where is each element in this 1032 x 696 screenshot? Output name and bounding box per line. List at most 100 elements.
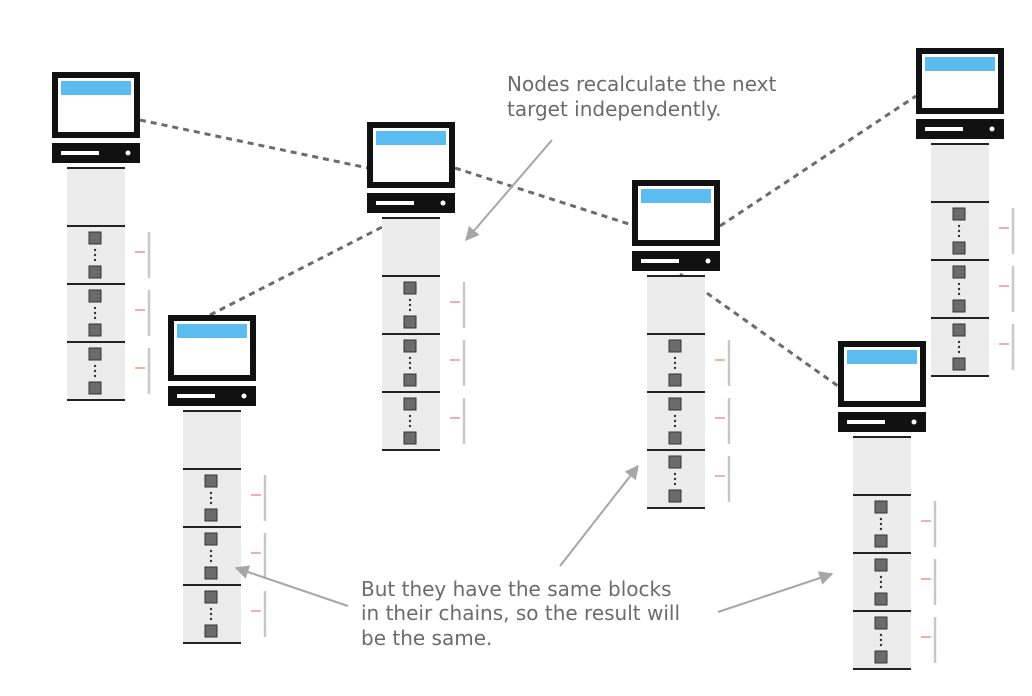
block-dot <box>673 414 677 418</box>
peer-link <box>454 166 636 228</box>
block-dot <box>93 258 97 262</box>
block-icon <box>952 207 966 221</box>
block-icon <box>668 339 682 353</box>
block-icon <box>668 431 682 445</box>
screen-bar <box>177 324 247 338</box>
blockchain <box>183 410 267 644</box>
block-icon <box>668 489 682 503</box>
block-icon <box>668 455 682 469</box>
block-icon <box>874 534 888 548</box>
block-dot <box>879 527 883 531</box>
block-dot <box>209 554 213 558</box>
block-icon <box>88 265 102 279</box>
block-dot <box>408 361 412 365</box>
block-dot <box>408 356 412 360</box>
block-dot <box>957 345 961 349</box>
block-icon <box>88 231 102 245</box>
screen-bar <box>376 131 446 145</box>
block-dot <box>209 612 213 616</box>
block-dot <box>879 638 883 642</box>
block-icon <box>952 357 966 371</box>
block-dot <box>957 340 961 344</box>
block-icon <box>403 373 417 387</box>
blockchain <box>382 217 466 451</box>
peer-link <box>139 118 369 170</box>
power-led <box>911 419 917 425</box>
screen-bar <box>847 350 917 364</box>
node-6 <box>838 341 937 670</box>
block-icon <box>403 431 417 445</box>
block-icon <box>874 558 888 572</box>
annotation-bottom-line-1: But they have the same blocks <box>361 577 672 601</box>
block-icon <box>874 500 888 514</box>
block-dot <box>408 366 412 370</box>
block-dot <box>673 356 677 360</box>
block-dot <box>93 364 97 368</box>
blockchain <box>853 436 937 670</box>
annotation-arrow <box>234 565 349 607</box>
drive-slot <box>641 259 679 263</box>
block-dot <box>408 414 412 418</box>
drive-slot <box>376 201 414 205</box>
peer-links <box>139 94 917 388</box>
block-dot <box>879 643 883 647</box>
block-icon <box>88 347 102 361</box>
block-icon <box>403 339 417 353</box>
block-icon <box>874 616 888 630</box>
block-dot <box>957 229 961 233</box>
block-dot <box>673 366 677 370</box>
block-dot <box>93 311 97 315</box>
block-icon <box>204 532 218 546</box>
blockchain <box>647 275 731 509</box>
block-dot <box>957 350 961 354</box>
block-dot <box>879 585 883 589</box>
drive-slot <box>177 394 215 398</box>
power-led <box>241 393 247 399</box>
drive-slot <box>925 127 963 131</box>
block-icon <box>952 299 966 313</box>
block-icon <box>88 289 102 303</box>
block-icon <box>204 590 218 604</box>
node-2 <box>367 122 466 451</box>
screen-bar <box>641 189 711 203</box>
block-dot <box>673 419 677 423</box>
block-dot <box>408 298 412 302</box>
block-dot <box>408 424 412 428</box>
block-icon <box>88 323 102 337</box>
block-dot <box>209 501 213 505</box>
annotation-arrow <box>717 571 834 613</box>
block-icon <box>952 323 966 337</box>
annotation-bottom-line-3: be the same. <box>361 626 492 650</box>
block-dot <box>209 559 213 563</box>
block-dot <box>957 224 961 228</box>
node-5 <box>916 48 1015 377</box>
block-dot <box>957 234 961 238</box>
block-dot <box>673 361 677 365</box>
annotation-top-line-1: Nodes recalculate the next <box>507 72 777 96</box>
annotation-arrows <box>234 139 834 613</box>
block-icon <box>403 281 417 295</box>
block-icon <box>204 508 218 522</box>
peer-link <box>719 94 917 228</box>
block-icon <box>668 397 682 411</box>
node-3 <box>168 315 267 644</box>
block-dot <box>93 374 97 378</box>
block-dot <box>957 287 961 291</box>
block-icon <box>204 474 218 488</box>
drive-slot <box>61 151 99 155</box>
block-dot <box>93 369 97 373</box>
power-led <box>705 258 711 264</box>
screen-bar <box>925 57 995 71</box>
annotations: Nodes recalculate the next target indepe… <box>361 72 777 650</box>
block-dot <box>408 303 412 307</box>
block-icon <box>874 592 888 606</box>
power-led <box>989 126 995 132</box>
blockchain <box>931 143 1015 377</box>
block-dot <box>957 292 961 296</box>
block-dot <box>209 496 213 500</box>
annotation-top-line-2: target independently. <box>507 97 722 121</box>
node-4 <box>632 180 731 509</box>
power-led <box>125 150 131 156</box>
